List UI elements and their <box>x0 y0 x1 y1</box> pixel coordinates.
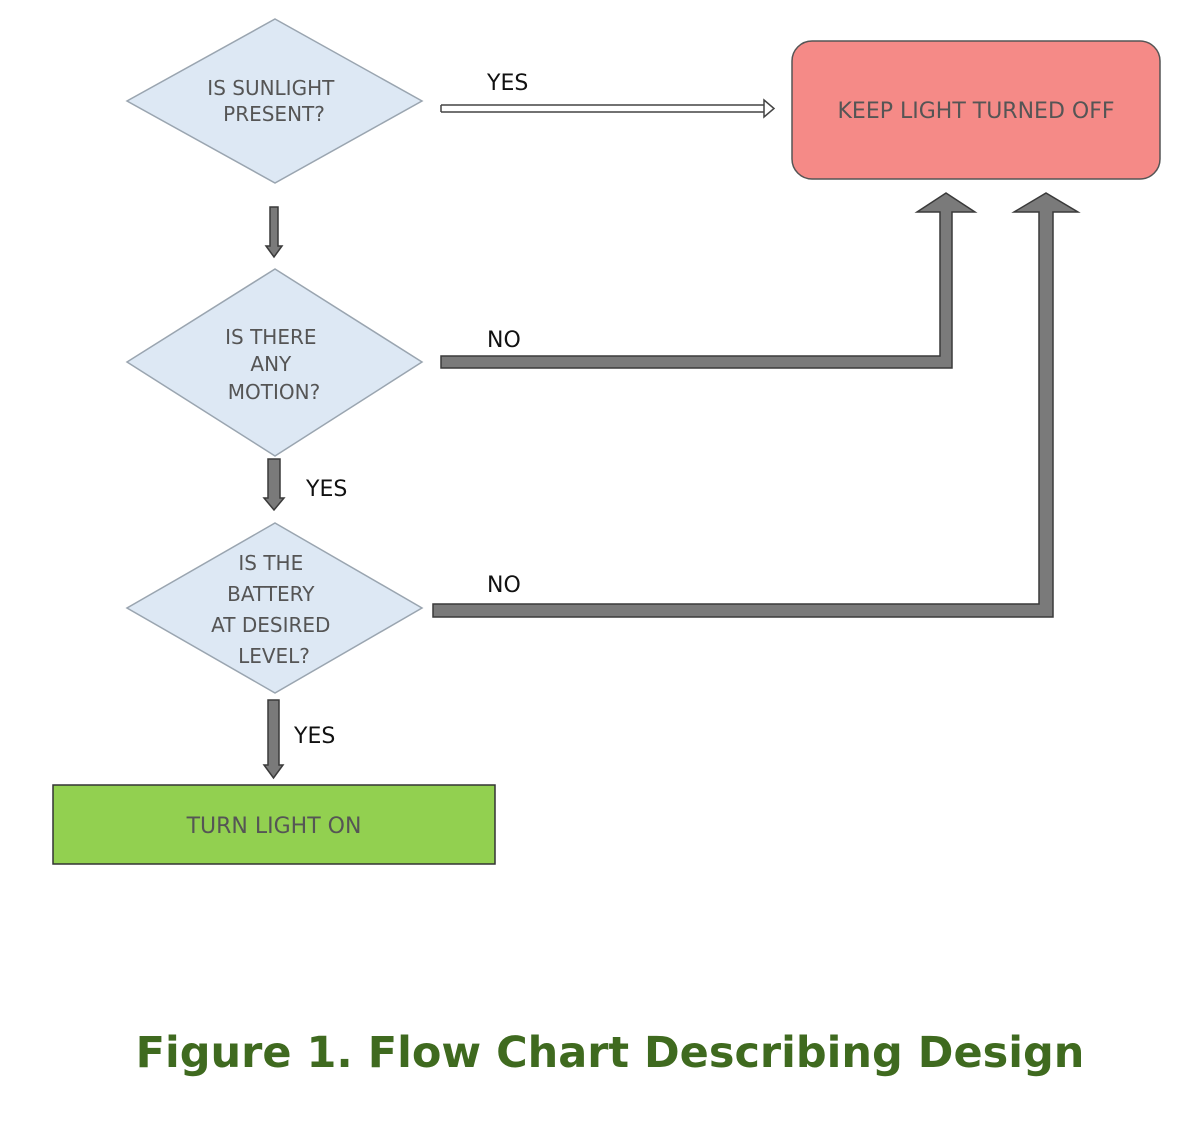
edge-battery-no-label: NO <box>487 573 521 598</box>
decision-any-motion-text: IS THERE ANY MOTION? <box>225 325 323 404</box>
decision-sunlight-present <box>125 18 424 184</box>
edge-motion-no-label: NO <box>487 328 521 353</box>
decision-sunlight-present-text: IS SUNLIGHT PRESENT? <box>207 76 340 126</box>
edge-sunlight-yes-label: YES <box>486 71 528 96</box>
keep-light-off-label: KEEP LIGHT TURNED OFF <box>838 99 1115 124</box>
decision-battery-level <box>125 522 424 694</box>
keep-light-off-box <box>791 40 1161 180</box>
edge-motion-no-arrow <box>440 192 978 369</box>
figure-caption: Figure 1. Flow Chart Describing Design <box>135 1028 1085 1078</box>
edge-motion-yes-arrow <box>262 458 286 512</box>
edge-sunlight-down-arrow <box>264 206 284 259</box>
decision-battery-level-text: IS THE BATTERY AT DESIRED LEVEL? <box>211 551 337 668</box>
flow-chart-diagram: IS SUNLIGHT PRESENT? IS THERE ANY MOTION… <box>52 18 1161 865</box>
edge-battery-yes-arrow <box>262 699 285 780</box>
edge-motion-yes-label: YES <box>305 477 347 502</box>
turn-light-on-box <box>52 784 496 865</box>
edge-sunlight-yes-arrow <box>440 98 776 119</box>
edge-battery-yes-label: YES <box>293 724 335 749</box>
decision-any-motion <box>125 268 424 457</box>
edge-battery-no-arrow <box>432 192 1081 618</box>
turn-light-on-label: TURN LIGHT ON <box>186 814 362 839</box>
